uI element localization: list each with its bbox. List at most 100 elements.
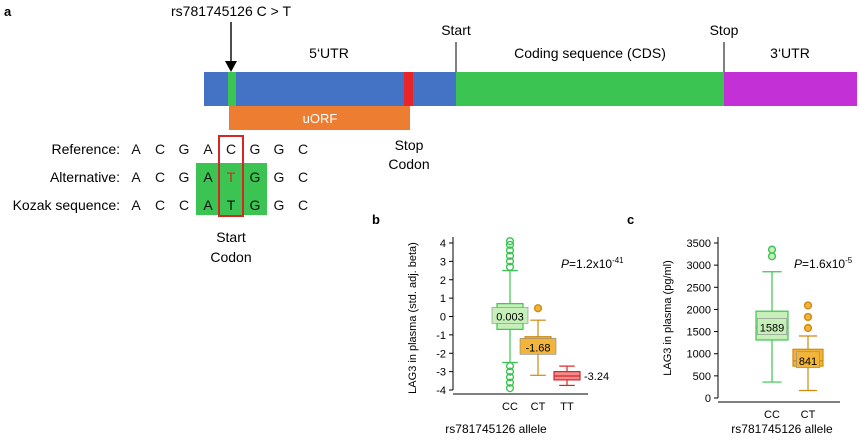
stop-codon-line1: Stop	[395, 137, 424, 153]
panel-c: c LAG3 in plasma (pg/ml) rs781745126 all…	[627, 212, 853, 436]
outlier-point	[533, 304, 543, 313]
cds-bar	[456, 72, 724, 106]
x-tick-label: CC	[502, 401, 518, 413]
panel-a: a rs781745126 C > T Start Stop 5‘UTR Cod…	[4, 3, 857, 265]
y-tick-label: 2000	[687, 304, 711, 316]
outlier-point	[767, 245, 777, 254]
sequence-base: G	[250, 169, 261, 185]
sequence-base: G	[274, 197, 285, 213]
sequence-base: A	[203, 169, 213, 185]
utr3-label: 3‘UTR	[770, 45, 810, 61]
outlier-point	[803, 323, 813, 333]
sequence-base: G	[179, 169, 190, 185]
outlier-point	[505, 373, 515, 382]
start-codon-line2: Codon	[210, 249, 251, 265]
median-label-bg	[756, 318, 788, 335]
y-tick-label: 0	[705, 393, 711, 405]
y-tick-label: -3	[436, 367, 446, 379]
uorf-bar	[229, 106, 410, 130]
median-label-bg	[796, 351, 820, 369]
sequence-row-label: Reference:	[52, 141, 120, 157]
y-tick-label: -1	[436, 330, 446, 342]
panel-b-ylabel: LAG3 in plasma (std. adj. beta)	[407, 242, 419, 394]
uorf-stop-mark	[404, 72, 413, 106]
start-codon-box	[218, 135, 244, 217]
outlier-point	[803, 312, 813, 322]
median-label-bg	[491, 307, 529, 324]
sequence-base: C	[298, 197, 308, 213]
pvalue-exponent: -41	[612, 256, 624, 265]
outlier-point	[803, 301, 813, 310]
stop-codon-line2: Codon	[388, 156, 429, 172]
variant-label: rs781745126 C > T	[171, 3, 291, 19]
y-tick-label: 500	[693, 371, 711, 383]
y-tick-label: 1500	[687, 327, 711, 339]
median-label-bg	[519, 338, 557, 355]
sequence-base: C	[155, 197, 165, 213]
sequence-base: G	[274, 169, 285, 185]
sequence-base: C	[155, 141, 165, 157]
sequence-base: A	[203, 197, 213, 213]
sequence-base: G	[250, 197, 261, 213]
sequence-base: C	[155, 169, 165, 185]
sequence-base: A	[131, 141, 141, 157]
uorf-label: uORF	[303, 111, 338, 126]
start-label: Start	[441, 22, 471, 38]
y-tick-label: 2	[440, 275, 446, 287]
y-tick-label: 3	[440, 256, 446, 268]
sequence-row-label: Kozak sequence:	[13, 197, 120, 213]
y-tick-label: 3500	[687, 238, 711, 250]
sequence-base: G	[250, 141, 261, 157]
y-tick-label: 2500	[687, 282, 711, 294]
cds-label: Coding sequence (CDS)	[514, 45, 666, 61]
sequence-base: C	[226, 141, 236, 157]
median-label: 0.003	[496, 311, 524, 323]
sequence-base: A	[203, 141, 213, 157]
panel-c-ylabel: LAG3 in plasma (pg/ml)	[662, 260, 674, 376]
panel-c-pvalue: P=1.6x10-5	[794, 256, 853, 271]
sequence-base: C	[298, 169, 308, 185]
utr5-label: 5‘UTR	[309, 45, 349, 61]
outlier-point	[505, 246, 515, 255]
y-tick-label: 0	[440, 312, 446, 324]
y-tick-label: 3000	[687, 260, 711, 272]
median-label: -1.68	[525, 342, 550, 354]
outlier-point	[505, 362, 515, 371]
uorf-start-mark	[228, 72, 236, 106]
y-tick-label: -2	[436, 348, 446, 360]
median-label: 1589	[760, 323, 784, 335]
panel-c-xlabel: rs781745126 allele	[731, 422, 833, 436]
variant-arrow-head	[225, 61, 237, 72]
sequence-base: A	[131, 169, 141, 185]
x-tick-label: CT	[531, 401, 546, 413]
stop-label: Stop	[710, 22, 739, 38]
utr5-bar	[204, 72, 456, 106]
x-tick-label: CC	[764, 409, 780, 421]
panel-b: b LAG3 in plasma (std. adj. beta) rs7817…	[372, 212, 624, 436]
panel-c-label: c	[627, 212, 634, 227]
panel-b-xlabel: rs781745126 allele	[445, 422, 547, 436]
sequence-base: C	[179, 197, 189, 213]
sequence-base: G	[179, 141, 190, 157]
utr3-bar	[724, 72, 857, 106]
pvalue-base: =1.2x10	[569, 257, 612, 271]
median-label: -3.24	[584, 371, 609, 383]
outlier-point	[505, 237, 515, 246]
outlier-point	[505, 378, 515, 387]
outlier-point	[505, 367, 515, 376]
outlier-point	[505, 262, 515, 271]
sequence-base: G	[274, 141, 285, 157]
x-tick-label: TT	[560, 401, 574, 413]
sequence-base: A	[131, 197, 141, 213]
pvalue-p: P	[561, 257, 569, 271]
start-codon-line1: Start	[216, 229, 246, 245]
panel-b-label: b	[372, 212, 380, 227]
outlier-point	[767, 252, 777, 261]
panel-b-pvalue: P=1.2x10-41	[561, 256, 624, 271]
sequence-row-label: Alternative:	[50, 169, 120, 185]
outlier-point	[505, 257, 515, 266]
y-tick-label: -4	[436, 385, 446, 397]
